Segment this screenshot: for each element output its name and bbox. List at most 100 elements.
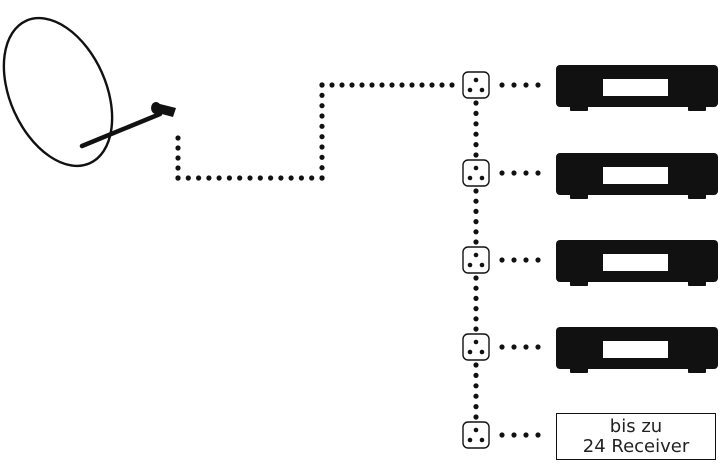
cable-dot	[237, 175, 243, 181]
cable-dot	[196, 175, 202, 181]
cable-dot	[473, 326, 479, 332]
set-top-box-icon	[556, 153, 718, 199]
cable-dot	[298, 175, 304, 181]
cable-dot	[419, 82, 425, 88]
cable-dot	[257, 175, 263, 181]
cable-dot	[535, 170, 541, 176]
cable-dot	[499, 257, 505, 263]
cable-dot	[473, 306, 479, 312]
cable-dot	[511, 344, 517, 350]
cable-dot	[473, 372, 479, 378]
cable-dot	[473, 383, 479, 389]
antenna-socket-icon	[462, 333, 490, 361]
cable-dot	[473, 152, 479, 158]
cable-dot	[473, 285, 479, 291]
cable-dot	[473, 219, 479, 225]
cable-dot	[473, 100, 479, 106]
cable-dot	[535, 257, 541, 263]
cable-dot	[319, 154, 325, 160]
antenna-socket-icon	[462, 71, 490, 99]
cable-dot	[319, 175, 325, 181]
cable-dot	[473, 131, 479, 137]
cable-dot	[511, 170, 517, 176]
receiver-count-label: bis zu 24 Receiver	[556, 413, 716, 460]
cable-dot	[247, 175, 253, 181]
cable-dot	[523, 170, 529, 176]
cable-dot	[429, 82, 435, 88]
cable-dot	[473, 198, 479, 204]
receivers	[556, 65, 718, 373]
cable-dot	[319, 103, 325, 109]
cable-dot	[511, 432, 517, 438]
cable-dot	[499, 432, 505, 438]
cable-dot	[309, 175, 315, 181]
cable-dot	[319, 134, 325, 140]
cable-dot	[175, 165, 181, 171]
cable-dot	[206, 175, 212, 181]
cable-dot	[523, 257, 529, 263]
set-top-box-icon	[556, 65, 718, 111]
cable-dot	[185, 175, 191, 181]
cable-dot	[288, 175, 294, 181]
cable-dot	[535, 82, 541, 88]
cable-dot	[268, 175, 274, 181]
cable-dot	[535, 432, 541, 438]
cable-dot	[523, 344, 529, 350]
cable-dot	[226, 175, 232, 181]
cable-dot	[278, 175, 284, 181]
cable-dot	[523, 82, 529, 88]
cable-dot	[473, 188, 479, 194]
cable-dot	[473, 121, 479, 127]
cable-dot	[473, 142, 479, 148]
set-top-box-icon	[556, 240, 718, 286]
cable-dot	[399, 82, 405, 88]
cable-dot	[473, 316, 479, 322]
antenna-socket-icon	[462, 421, 490, 449]
cable-dot	[349, 82, 355, 88]
cable-dot	[319, 165, 325, 171]
cable-dot	[319, 92, 325, 98]
antenna-sockets	[462, 71, 490, 449]
cable-dot	[175, 175, 181, 181]
antenna-socket-icon	[462, 159, 490, 187]
cable-dot	[499, 82, 505, 88]
cable-dot	[329, 82, 335, 88]
cable-dot	[449, 82, 455, 88]
cable-dot	[409, 82, 415, 88]
cable-dot	[339, 82, 345, 88]
set-top-box-icon	[556, 327, 718, 373]
cable-dot	[319, 113, 325, 119]
cable-dot	[535, 344, 541, 350]
caption-line-2: 24 Receiver	[582, 435, 690, 457]
satellite-dish-icon	[2, 16, 176, 168]
cable-dot	[473, 110, 479, 116]
cable-dot	[473, 208, 479, 214]
cable-dot	[473, 414, 479, 420]
cable-dot	[319, 144, 325, 150]
cable-dot	[389, 82, 395, 88]
cable-dot	[369, 82, 375, 88]
cable-dot	[473, 275, 479, 281]
cable-dot	[359, 82, 365, 88]
cable-dot	[499, 170, 505, 176]
cable-dot	[511, 257, 517, 263]
antenna-socket-icon	[462, 246, 490, 274]
cable-dot	[439, 82, 445, 88]
cable-dots	[175, 82, 541, 438]
cable-dot	[473, 295, 479, 301]
cable-dot	[473, 229, 479, 235]
cable-dot	[379, 82, 385, 88]
cable-dot	[473, 362, 479, 368]
cable-dot	[473, 404, 479, 410]
caption-line-1: bis zu	[609, 415, 663, 437]
cable-dot	[523, 432, 529, 438]
cable-dot	[499, 344, 505, 350]
cable-dot	[473, 239, 479, 245]
cable-dot	[175, 155, 181, 161]
cable-dot	[319, 123, 325, 129]
cable-dot	[175, 135, 181, 141]
cable-dot	[216, 175, 222, 181]
cable-dot	[511, 82, 517, 88]
cable-dot	[175, 145, 181, 151]
